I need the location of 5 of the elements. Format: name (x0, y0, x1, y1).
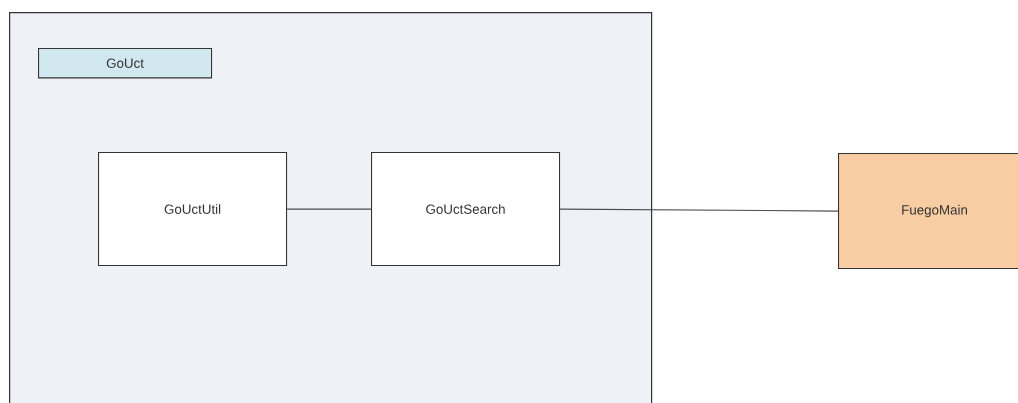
module-box: GoUctUtil (98, 152, 288, 267)
module-box: GoUctSearch (371, 152, 561, 267)
connector (286, 208, 372, 210)
module-box: FuegoMain (838, 153, 1018, 270)
connector (559, 208, 839, 212)
